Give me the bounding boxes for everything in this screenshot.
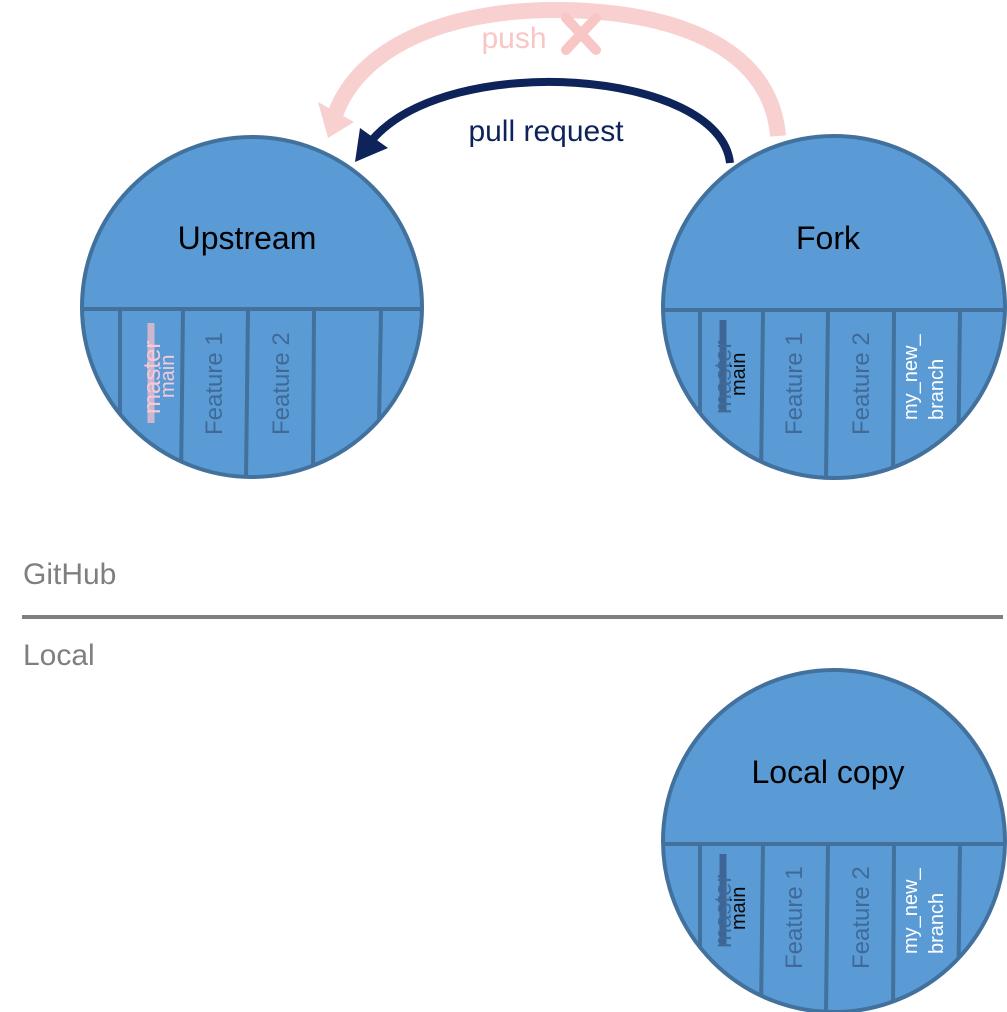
local-branch-master: master [710, 875, 737, 948]
fork-repo: Fork master main Feature 1 Feature 2 my_… [661, 134, 1007, 480]
fork-branch-master: master [710, 341, 737, 414]
upstream-branch-feature1: Feature 1 [201, 332, 228, 435]
local-zone-label: Local [23, 639, 95, 672]
pull-request-label: pull request [468, 115, 624, 148]
fork-branch-custom-line2: branch [926, 359, 948, 420]
fork-branch-main: main [728, 353, 750, 396]
local-branch-custom-line1: my_new_ [900, 868, 922, 954]
blocked-x-icon [561, 13, 601, 55]
fork-title: Fork [796, 220, 861, 256]
local-branch-feature1: Feature 1 [781, 866, 808, 969]
local-branch-main: main [728, 887, 750, 930]
github-zone-label: GitHub [23, 558, 116, 591]
fork-branch-custom-line1: my_new_ [900, 334, 922, 420]
fork-branch-feature2: Feature 2 [848, 332, 875, 435]
push-arrow [318, 1, 786, 138]
local-branch-feature2: Feature 2 [848, 866, 875, 969]
fork-branch-feature1: Feature 1 [781, 332, 808, 435]
upstream-branch-master: master [139, 341, 166, 414]
upstream-branch-main: main [157, 355, 179, 398]
pull-request-arrow [355, 77, 734, 164]
local-branch-custom-line2: branch [926, 893, 948, 954]
upstream-branch-feature2: Feature 2 [268, 332, 295, 435]
local-copy-repo: Local copy master main Feature 1 Feature… [661, 668, 1007, 1012]
local-copy-title: Local copy [752, 754, 905, 790]
upstream-title: Upstream [178, 220, 317, 256]
upstream-repo: Upstream master main Feature 1 Feature 2 [80, 135, 424, 479]
push-label: push [481, 22, 546, 55]
